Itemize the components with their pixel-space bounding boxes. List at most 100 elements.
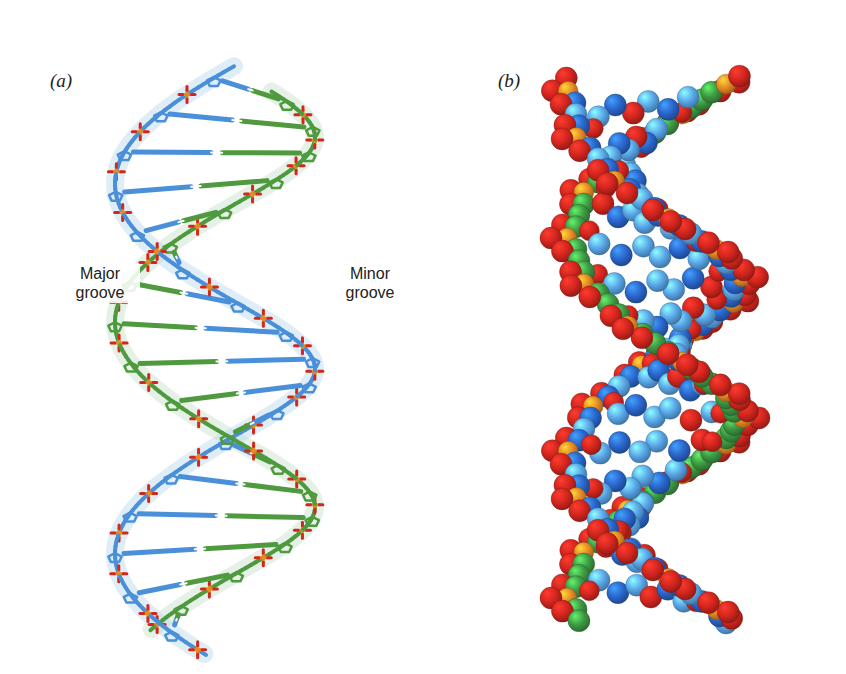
oxygen-stick: [201, 285, 205, 288]
base-stick: [184, 212, 216, 220]
atom-sphere: [608, 432, 630, 454]
oxygen-stick: [252, 455, 255, 459]
oxygen-stick: [152, 261, 156, 264]
oxygen-stick: [214, 285, 218, 288]
base-stick: [222, 150, 300, 155]
hydrogen-bond: [175, 257, 178, 259]
base-stick: [182, 394, 237, 401]
atom-sphere: [682, 267, 704, 289]
atom-sphere: [659, 397, 681, 419]
oxygen-stick: [162, 250, 166, 253]
atom-sphere: [717, 241, 739, 263]
oxygen-stick: [123, 532, 127, 535]
atom-sphere: [702, 432, 722, 452]
oxygen-stick: [257, 193, 261, 196]
oxygen-stick: [294, 529, 298, 532]
oxygen-stick: [319, 503, 323, 506]
atom-sphere: [629, 441, 651, 463]
oxygen-stick: [147, 486, 150, 490]
atom-sphere: [717, 601, 739, 623]
oxygen-stick: [252, 429, 255, 433]
oxygen-stick: [262, 550, 265, 554]
oxygen-stick: [153, 381, 157, 384]
oxygen-stick: [111, 572, 115, 575]
oxygen-stick: [258, 449, 262, 452]
oxygen-stick: [146, 267, 149, 271]
oxygen-stick: [268, 556, 272, 559]
atom-sphere: [676, 354, 698, 376]
oxygen-stick: [108, 170, 112, 173]
sugar-ring: [280, 332, 293, 341]
sugar-ring: [270, 410, 283, 419]
base-stick: [245, 484, 301, 491]
oxygen-stick: [268, 317, 272, 320]
atom-sphere: [657, 343, 679, 365]
sugar-ring: [269, 179, 282, 188]
atom-sphere: [625, 394, 647, 416]
oxygen-stick: [132, 130, 136, 133]
oxygen-stick: [307, 139, 311, 142]
oxygen-stick: [295, 113, 299, 116]
oxygen-stick: [191, 456, 195, 459]
oxygen-stick: [301, 478, 305, 481]
hydrogen-bond: [191, 185, 201, 188]
oxygen-stick: [294, 344, 298, 347]
base-stick: [227, 516, 304, 518]
oxygen-stick: [141, 492, 145, 495]
oxygen-stick: [127, 211, 131, 214]
oxygen-stick: [255, 317, 259, 320]
base-stick: [146, 222, 178, 230]
hydrogen-bond: [181, 293, 188, 294]
base-stick: [140, 361, 216, 363]
oxygen-stick: [191, 93, 195, 96]
oxygen-stick: [295, 483, 298, 487]
space-filling-model: [540, 65, 770, 634]
base-stick: [254, 415, 269, 423]
oxygen-stick: [145, 130, 149, 133]
oxygen-stick: [251, 186, 254, 190]
oxygen-stick: [111, 341, 115, 344]
base-stick: [124, 324, 196, 328]
oxygen-stick: [118, 335, 121, 339]
oxygen-stick: [149, 250, 153, 253]
oxygen-stick: [147, 374, 150, 378]
oxygen-stick: [208, 581, 211, 585]
oxygen-stick: [258, 424, 262, 427]
oxygen-stick: [139, 124, 142, 128]
oxygen-stick: [208, 593, 211, 597]
oxygen-stick: [123, 572, 127, 575]
oxygen-stick: [152, 612, 156, 615]
base-stick: [245, 385, 300, 392]
oxygen-stick: [246, 449, 250, 452]
sugar-ring: [280, 101, 293, 110]
oxygen-stick: [121, 170, 125, 173]
oxygen-stick: [301, 535, 304, 539]
base-stick: [180, 477, 236, 484]
oxygen-stick: [301, 350, 304, 354]
base-stick: [222, 81, 248, 89]
sugar-ring: [231, 303, 244, 312]
oxygen-stick: [214, 588, 218, 591]
panel-label: (b): [498, 70, 538, 93]
hydrogen-bond: [195, 548, 205, 551]
atom-sphere: [616, 542, 638, 564]
oxygen-stick: [255, 556, 259, 559]
sugar-ring: [272, 465, 285, 474]
hydrogen-bond: [216, 515, 227, 517]
oxygen-stick: [140, 612, 144, 615]
oxygen-stick: [196, 231, 199, 235]
oxygen-stick: [149, 623, 153, 626]
hydrogen-bond: [178, 221, 183, 222]
hydrogen-bond: [248, 89, 252, 90]
hydrogen-bond: [232, 119, 241, 122]
atom-sphere: [647, 270, 669, 292]
oxygen-stick: [185, 99, 188, 103]
atom-sphere: [610, 244, 632, 266]
oxygen-stick: [115, 164, 118, 168]
oxygen-stick: [295, 471, 298, 475]
oxygen-stick: [262, 562, 265, 566]
atom-sphere: [660, 211, 682, 233]
oxygen-stick: [117, 566, 120, 570]
oxygen-stick: [123, 341, 127, 344]
